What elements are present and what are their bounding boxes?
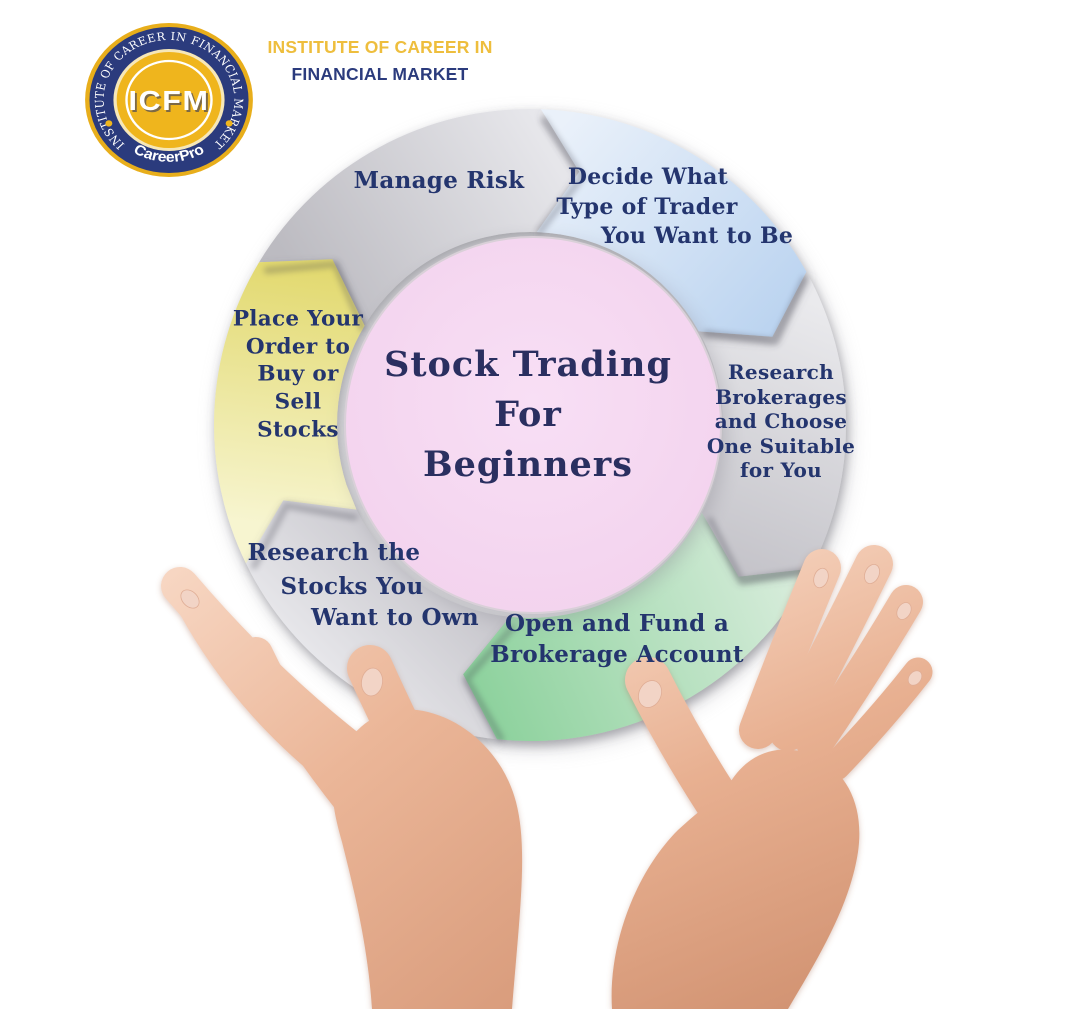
step-line: Brokerage Account [490, 641, 744, 668]
segment-research-stocks [246, 500, 510, 740]
diagram-title-line: For [494, 394, 562, 435]
step-line: One Suitable [706, 433, 856, 458]
brand-name-line2: FINANCIAL MARKET [291, 64, 469, 84]
step-label-manage-risk: Manage Risk [354, 167, 525, 195]
step-line: Research [728, 359, 834, 384]
step-line: Manage Risk [353, 167, 525, 195]
chevron-shadows [250, 116, 813, 742]
step-line: Buy or [257, 362, 339, 388]
segment-research-brokerages [698, 271, 847, 577]
logo-gold-disc [116, 52, 222, 148]
step-label-research-stocks-line3: Want to Own [311, 604, 479, 632]
step-label-open-fund: Open and Fund a Brokerage Account [490, 608, 744, 670]
step-label-decide-line2: Type of Trader [556, 194, 737, 220]
step-line: Stocks You [280, 573, 424, 601]
step-line: Place Your [232, 306, 364, 332]
segment-decide-trader [536, 109, 807, 337]
brand-name-line1: INSTITUTE OF CAREER IN [267, 37, 493, 57]
right-index-finger [739, 549, 841, 749]
right-hand [611, 545, 933, 1009]
step-line: Want to Own [311, 604, 479, 632]
step-label-decide-line1: Decide What [568, 164, 728, 190]
step-line: Type of Trader [556, 193, 738, 220]
step-line: and Choose [714, 408, 848, 433]
icfm-logo-svg: INSTITUTE OF CAREER IN FINANCIAL MARKET … [85, 23, 253, 177]
step-line: Order to [245, 334, 351, 360]
step-line: Stocks [257, 417, 339, 443]
diagram-title: Stock Trading For Beginners [384, 340, 672, 490]
segment-place-order [214, 259, 365, 564]
brand-name: INSTITUTE OF CAREER IN FINANCIAL MARKET [263, 34, 497, 88]
step-label-decide-line3: You Want to Be [601, 223, 793, 249]
left-thumb-nail [361, 667, 383, 697]
step-line: Decide What [567, 163, 729, 190]
left-palm [332, 709, 523, 1009]
right-hand-nails [638, 564, 923, 708]
cycle-wheel [214, 109, 847, 742]
diagram-title-line: Beginners [423, 444, 633, 485]
left-index-nail [180, 589, 200, 609]
step-label-research-brokerages: Research Brokerages and Choose One Suita… [707, 360, 855, 483]
right-ring-finger [797, 585, 923, 763]
icfm-logo: INSTITUTE OF CAREER IN FINANCIAL MARKET … [84, 22, 254, 178]
logo-dot-right [225, 120, 233, 127]
step-label-research-stocks-line1: Research the [248, 539, 421, 567]
step-line: Brokerages [715, 384, 847, 409]
logo-monogram: ICFM [128, 85, 209, 117]
hub-circle [344, 236, 722, 614]
logo-white-ring [125, 59, 213, 141]
step-label-research-stocks-line2: Stocks You [281, 573, 424, 601]
step-line: for You [740, 457, 822, 482]
right-middle-finger [769, 545, 893, 751]
step-line: You Want to Be [600, 222, 794, 249]
diagram-title-line: Stock Trading [384, 344, 672, 385]
segment-open-fund [463, 512, 812, 742]
step-line: Open and Fund a [504, 610, 730, 637]
step-line: Research the [247, 539, 421, 567]
left-hand [161, 567, 523, 1009]
right-palm [611, 749, 860, 1009]
step-line: Sell [274, 389, 322, 415]
logo-dot-left [105, 120, 113, 127]
logo-monogram-shadow: ICFM [130, 87, 211, 119]
step-label-place-order: Place Your Order to Buy or Sell Stocks [233, 306, 363, 445]
